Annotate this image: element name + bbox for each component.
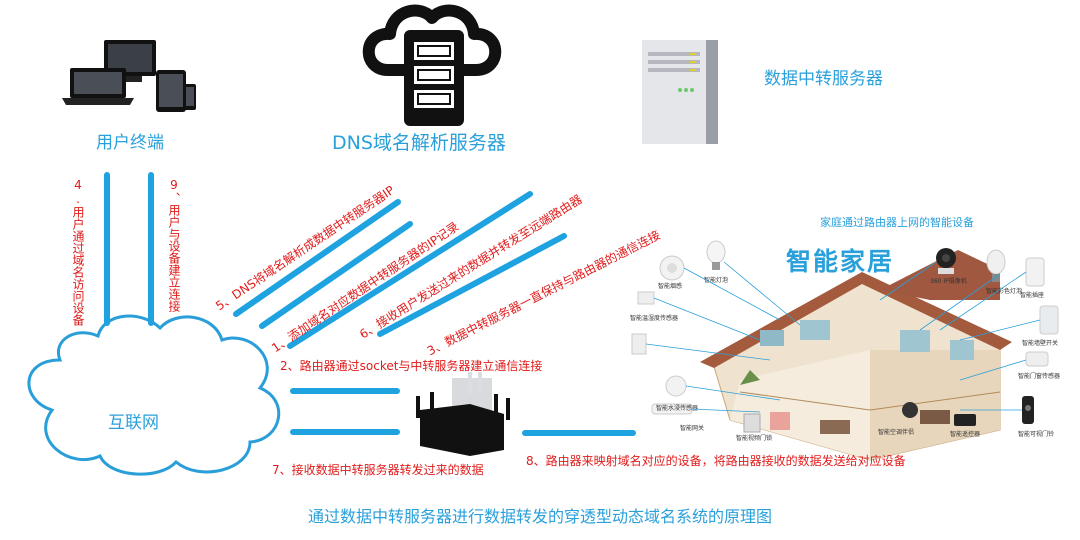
dns-server-icon <box>362 4 502 126</box>
device-label: 智能网关 <box>680 424 704 432</box>
user-terminal-label: 用户终端 <box>96 133 164 153</box>
smart-devices-caption: 家庭通过路由器上网的智能设备 <box>820 216 974 229</box>
connection-bars-diagonal <box>233 191 567 349</box>
device-label: 智能遥控器 <box>950 430 980 438</box>
device-label: 智能插座 <box>1020 291 1044 299</box>
relay-server-icon <box>642 40 718 144</box>
connection-bar-step7 <box>290 429 400 435</box>
diagram-caption: 通过数据中转服务器进行数据转发的穿透型动态域名系统的原理图 <box>308 507 773 526</box>
smart-home-title: 智能家居 <box>786 247 895 276</box>
step8-label: 8、路由器来映射域名对应的设备，将路由器接收的数据发送给对应设备 <box>526 454 906 468</box>
relay-server-label: 数据中转服务器 <box>764 69 883 89</box>
device-label: 360 IP摄像机 <box>930 277 967 285</box>
device-label: 智能灯泡 <box>704 276 728 284</box>
device-label: 智能可视门铃 <box>1018 430 1054 438</box>
device-connector-lines <box>645 261 1041 413</box>
device-label: 智能烟感 <box>658 282 682 290</box>
device-label: 智能门窗传感器 <box>1018 372 1060 380</box>
router-icon <box>416 372 510 456</box>
device-label: 智能空调伴侣 <box>878 428 914 436</box>
user-terminal-icon <box>62 40 196 112</box>
smart-device-icons <box>631 240 1059 433</box>
internet-label: 互联网 <box>108 413 159 433</box>
smart-device-labels: 智能烟感 智能灯泡 360 IP摄像机 智能彩色灯泡 智能插座 智能温湿度传感器… <box>630 276 1060 442</box>
device-label: 智能墙壁开关 <box>1022 339 1058 347</box>
step7-label: 7、接收数据中转服务器转发过来的数据 <box>272 463 484 477</box>
device-label: 智能彩色灯泡 <box>986 287 1022 295</box>
connection-bar-step4 <box>104 172 110 326</box>
dns-server-label: DNS域名解析服务器 <box>332 132 506 154</box>
step4-label: 4.用户通过域名访问设备 <box>71 178 85 326</box>
device-label: 智能温湿度传感器 <box>630 314 678 322</box>
step9-label: 9、用户与设备建立连接 <box>167 178 181 312</box>
connection-bar-step8 <box>522 430 636 436</box>
device-label: 智能水浸传感器 <box>656 404 698 412</box>
connection-bar-step9 <box>148 172 154 326</box>
connection-bar-step2 <box>290 388 400 394</box>
step2-label: 2、路由器通过socket与中转服务器建立通信连接 <box>280 359 543 373</box>
internet-cloud <box>27 314 281 476</box>
device-label: 智能视频门锁 <box>736 434 772 442</box>
